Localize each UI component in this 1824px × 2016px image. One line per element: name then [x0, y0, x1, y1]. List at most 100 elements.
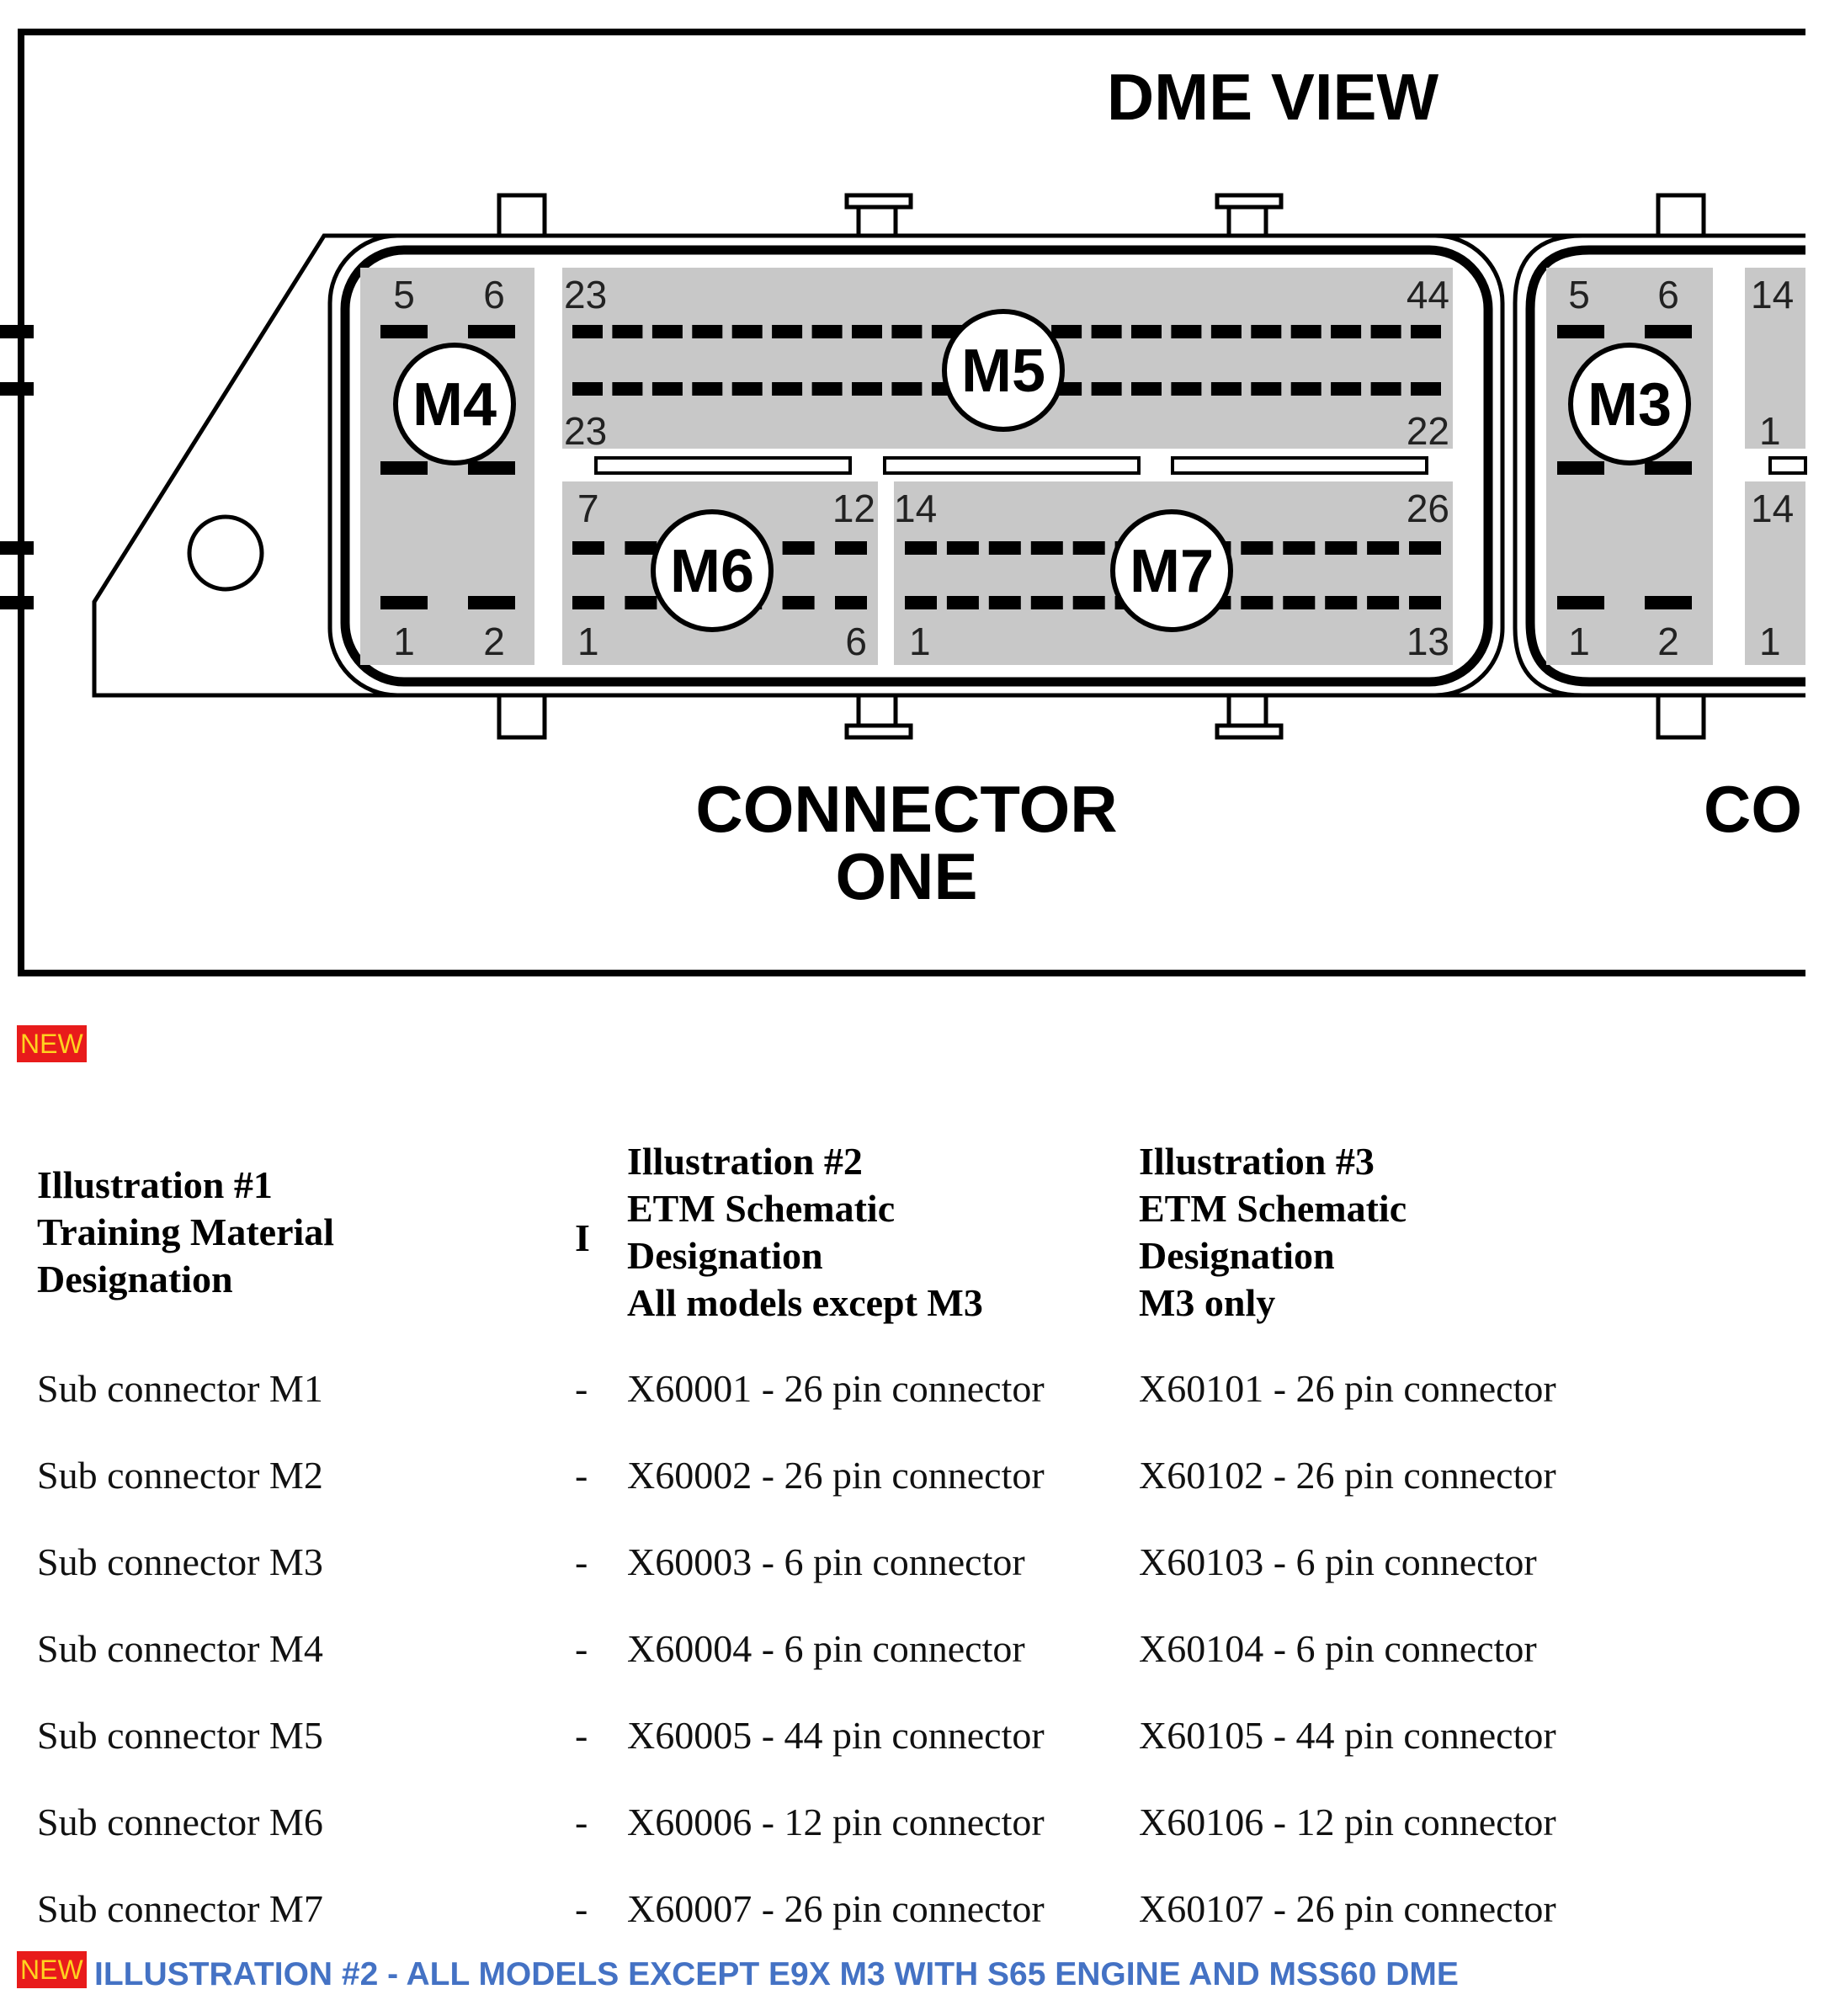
- partial-pin-c: 14: [1751, 487, 1794, 530]
- pin-slot: [1051, 325, 1082, 338]
- mounting-hole: [187, 514, 264, 592]
- pin-slot: [905, 541, 937, 555]
- diagram-frame: [18, 29, 1805, 976]
- partial-pin-b: 1: [1759, 409, 1781, 453]
- pin-slot: [1030, 541, 1063, 555]
- m6-pin-bottom-right: 6: [845, 620, 867, 663]
- connector-one-label-line1: CONNECTOR: [695, 772, 1117, 846]
- m7-pin-top-left: 14: [894, 487, 937, 530]
- row-training: Sub connector M4: [37, 1627, 323, 1670]
- badge-m7-circle: [1110, 509, 1233, 632]
- badge-m7: M7: [1110, 509, 1233, 632]
- pin-slot: [0, 541, 34, 555]
- mounting-tabs-top: [497, 193, 1706, 238]
- row-training: Sub connector M3: [37, 1540, 323, 1583]
- row-training: Sub connector M1: [37, 1367, 323, 1410]
- pin-slot: [1283, 596, 1316, 609]
- new-badge: NEW: [17, 1951, 87, 1988]
- badge-m4-circle: [393, 343, 516, 465]
- pin-slot: [1367, 541, 1400, 555]
- pin-slot: [572, 541, 604, 555]
- badge-m5-circle: [942, 309, 1065, 432]
- row-etm-all: X60005 - 44 pin connector: [627, 1714, 1045, 1757]
- badge-m7-label: M7: [1130, 538, 1214, 605]
- m6-pin-bottom-left: 1: [577, 620, 599, 663]
- badge-m6: M6: [651, 509, 774, 632]
- pin-slot: [1645, 325, 1692, 338]
- pin-slot: [468, 461, 515, 475]
- pin-slot: [380, 461, 428, 475]
- m3-pin-top-b: 6: [1657, 273, 1679, 316]
- pin-slot: [946, 596, 979, 609]
- pin-slot: [692, 325, 723, 338]
- pin-slot: [1331, 325, 1362, 338]
- pin-slot: [905, 596, 937, 609]
- pin-slot: [1171, 382, 1202, 396]
- partial-pin-d: 1: [1759, 620, 1781, 663]
- pin-slot: [1072, 541, 1105, 555]
- m3-pin-top-a: 5: [1568, 273, 1590, 316]
- row-etm-all: X60002 - 26 pin connector: [627, 1454, 1045, 1497]
- pin-slot: [731, 325, 763, 338]
- row-sep: -: [575, 1540, 588, 1583]
- pin-slot: [0, 596, 34, 609]
- pin-slot: [572, 596, 604, 609]
- pin-slot: [1411, 382, 1441, 396]
- pin-slot: [692, 382, 723, 396]
- pin-slot: [380, 325, 428, 338]
- pin-slot: [772, 325, 803, 338]
- pin-slot: [1331, 382, 1362, 396]
- pin-slot: [1241, 541, 1274, 555]
- row-etm-all: X60004 - 6 pin connector: [627, 1627, 1025, 1670]
- m5-pin-bottom-right: 22: [1407, 409, 1449, 453]
- pin-slot: [811, 325, 843, 338]
- pin-slot: [1241, 596, 1274, 609]
- row-training: Sub connector M7: [37, 1887, 323, 1930]
- pin-slot: [1283, 541, 1316, 555]
- pin-slot: [1411, 325, 1441, 338]
- pin-slot: [1131, 325, 1162, 338]
- pin-slot: [1251, 382, 1282, 396]
- row-etm-m3: X60106 - 12 pin connector: [1139, 1801, 1556, 1843]
- m6-pin-top-right: 12: [832, 487, 875, 530]
- row-etm-m3: X60107 - 26 pin connector: [1139, 1887, 1556, 1930]
- row-training: Sub connector M2: [37, 1454, 323, 1497]
- pin-labels: 5 6 1 2 23 44 23 22 7 12 1 6 14 26 1 13 …: [393, 273, 1794, 663]
- dme-connector-diagram: DME VIEW: [0, 29, 1807, 976]
- pin-slot: [891, 325, 923, 338]
- pin-slot: [625, 596, 657, 609]
- pin-slot: [811, 382, 843, 396]
- row-etm-all: X60001 - 26 pin connector: [627, 1367, 1045, 1410]
- row-etm-m3: X60103 - 6 pin connector: [1139, 1540, 1537, 1583]
- row-etm-m3: X60101 - 26 pin connector: [1139, 1367, 1556, 1410]
- row-training: Sub connector M5: [37, 1714, 323, 1757]
- m5-pin-top-left: 23: [564, 273, 607, 316]
- row-etm-all: X60007 - 26 pin connector: [627, 1887, 1045, 1930]
- badge-m3: M3: [1568, 343, 1691, 465]
- m4-pin-bottom-b: 2: [483, 620, 505, 663]
- pin-slot: [1210, 325, 1242, 338]
- m4-pin-top-b: 6: [483, 273, 505, 316]
- pin-slot: [1290, 325, 1321, 338]
- panel-partial-upper: [1745, 268, 1805, 449]
- badge-m5-label: M5: [961, 338, 1045, 405]
- pin-slot: [946, 541, 979, 555]
- panel-partial-lower: [1745, 481, 1805, 665]
- m3-pin-bottom-a: 1: [1568, 620, 1590, 663]
- pin-slot: [988, 596, 1021, 609]
- row-etm-m3: X60104 - 6 pin connector: [1139, 1627, 1537, 1670]
- pin-slot: [1645, 461, 1692, 475]
- pin-slot: [852, 382, 882, 396]
- diagram-title: DME VIEW: [1107, 60, 1439, 134]
- separator-bars: [594, 456, 1807, 475]
- m5-pin-bottom-left: 23: [564, 409, 607, 453]
- pin-slot: [1290, 382, 1321, 396]
- row-sep: -: [575, 1454, 588, 1497]
- pin-slot: [0, 382, 34, 396]
- m7-pin-bottom-left: 1: [909, 620, 931, 663]
- badge-m4-label: M4: [412, 371, 497, 439]
- pin-slot: [651, 382, 683, 396]
- pin-slot: [1325, 541, 1358, 555]
- connector-one-label-line2: ONE: [835, 839, 977, 913]
